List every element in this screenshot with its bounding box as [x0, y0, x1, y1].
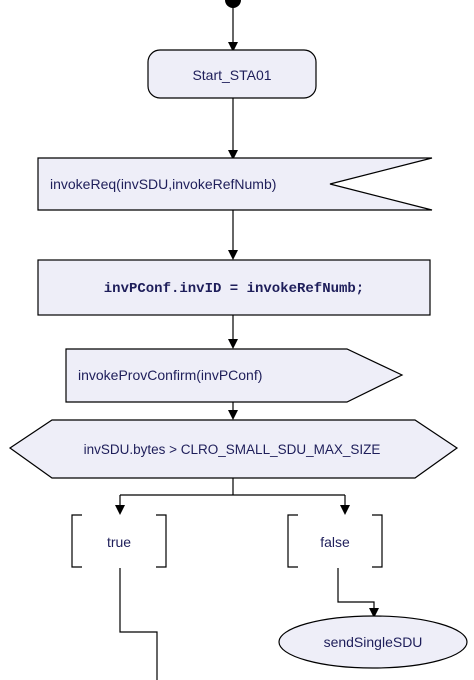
start-node	[225, 0, 241, 8]
next-state-shape	[278, 615, 468, 669]
connectors	[115, 6, 379, 680]
start-state-label: Start_STA01	[192, 67, 271, 83]
answer-true: true	[71, 514, 167, 568]
task-label: invPConf.invID = invokeRefNumb;	[104, 281, 364, 297]
task-box	[37, 259, 431, 316]
answer-true-left-bracket	[71, 514, 82, 568]
connector-true-continue	[119, 568, 158, 680]
connector-false-to-state	[337, 568, 379, 618]
answer-false-label: false	[320, 534, 350, 550]
answer-false-left-bracket	[287, 514, 298, 568]
input-signal-label: invokeReq(invSDU,invokeRefNumb)	[50, 176, 276, 192]
output-signal-label: invokeProvConfirm(invPConf)	[78, 367, 262, 383]
output-signal-shape	[65, 348, 404, 403]
decision-label: invSDU.bytes > CLRO_SMALL_SDU_MAX_SIZE	[84, 442, 381, 457]
answer-true-label: true	[107, 534, 131, 550]
decision-shape	[8, 419, 459, 479]
input-signal-shape	[37, 157, 433, 211]
next-state-label: sendSingleSDU	[324, 634, 423, 650]
answer-false: false	[287, 514, 383, 568]
answer-true-right-bracket	[156, 514, 167, 568]
start-state-box	[147, 49, 317, 99]
answer-false-right-bracket	[372, 514, 383, 568]
